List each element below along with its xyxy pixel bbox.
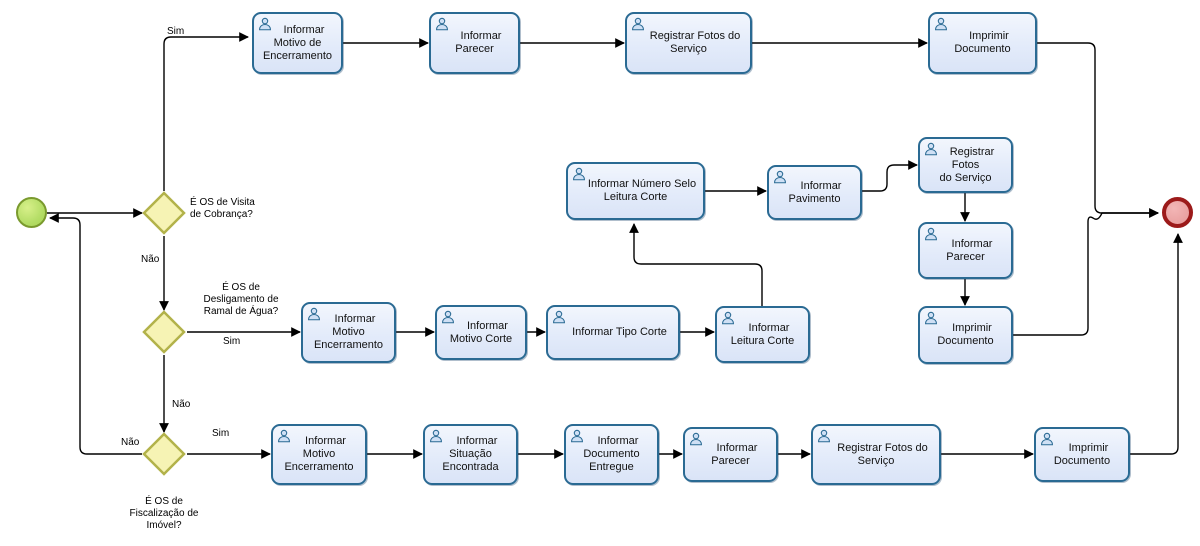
flow-label-gw2-no: Não — [172, 399, 191, 410]
start-event[interactable] — [16, 197, 47, 228]
task-label: Informar Tipo Corte — [572, 326, 667, 338]
task-registrar-fotos-servico-3[interactable]: Registrar Fotos do Serviço — [811, 424, 941, 485]
flow-label-gw1-yes: Sim — [167, 26, 185, 37]
task-label: Informar Motivo de Encerramento — [262, 23, 333, 62]
flow-gw1-yes-to-t1 — [163, 32, 249, 191]
gateway-diamond-icon — [142, 432, 186, 476]
task-label: Informar Motivo Encerramento — [284, 435, 354, 473]
task-label: Informar Leitura Corte — [730, 321, 795, 347]
task-registrar-fotos-servico-2[interactable]: Registrar Fotos do Serviço — [918, 137, 1013, 193]
user-task-icon — [308, 307, 320, 321]
task-label: Informar Parecer — [711, 441, 758, 467]
user-task-icon — [925, 142, 937, 156]
task-informar-motivo-encerramento-3[interactable]: Informar Motivo Encerramento — [271, 424, 367, 485]
task-informar-tipo-corte[interactable]: Informar Tipo Corte — [546, 305, 680, 360]
flow-t19-to-end — [1130, 233, 1183, 455]
task-informar-situacao-encontrada[interactable]: Informar Situação Encontrada — [423, 424, 518, 485]
task-imprimir-documento-2[interactable]: Imprimir Documento — [918, 306, 1013, 364]
task-informar-leitura-corte[interactable]: Informar Leitura Corte — [715, 306, 810, 363]
task-label: Informar Motivo Encerramento — [313, 313, 384, 351]
flow-t9-to-end — [1011, 208, 1159, 336]
flow-t6-to-t7 — [862, 160, 918, 192]
gateway-desligamento-ramal[interactable] — [142, 310, 186, 354]
task-imprimir-documento-3[interactable]: Imprimir Documento — [1034, 427, 1130, 482]
user-task-icon — [818, 429, 830, 443]
user-task-icon — [442, 310, 454, 324]
flow-label-gw1-no: Não — [141, 254, 160, 265]
task-label: Registrar Fotos do Serviço — [837, 441, 928, 467]
gateway-desligamento-ramal-label: É OS de Desligamento de Ramal de Água? — [203, 282, 279, 317]
task-registrar-fotos-servico-1[interactable]: Registrar Fotos do Serviço — [625, 12, 752, 74]
user-task-icon — [436, 17, 448, 31]
task-label: Imprimir Documento — [954, 30, 1011, 55]
flow-t4-to-end — [1037, 42, 1159, 218]
user-task-icon — [430, 429, 442, 443]
user-task-icon — [690, 432, 702, 446]
task-label: Imprimir Documento — [937, 322, 994, 347]
user-task-icon — [259, 17, 271, 31]
user-task-icon — [722, 311, 734, 325]
gateway-visita-cobranca-label: É OS de Visita de Cobrança? — [190, 197, 255, 220]
gateway-fiscalizacao-imovel[interactable] — [142, 432, 186, 476]
task-label: Informar Pavimento — [788, 179, 842, 205]
flow-gw3-no-to-start — [49, 213, 142, 455]
user-task-icon — [632, 17, 644, 31]
gateway-diamond-icon — [142, 191, 186, 235]
gateway-diamond-icon — [142, 310, 186, 354]
task-label: Registrar Fotos do Serviço — [939, 145, 995, 184]
gateway-visita-cobranca[interactable] — [142, 191, 186, 235]
task-informar-motivo-encerramento-1[interactable]: Informar Motivo de Encerramento — [252, 12, 343, 74]
task-informar-motivo-encerramento-2[interactable]: Informar Motivo Encerramento — [301, 302, 396, 363]
user-task-icon — [278, 429, 290, 443]
task-label: Informar Situação Encontrada — [442, 435, 499, 473]
user-task-icon — [573, 167, 585, 181]
task-label: Informar Parecer — [455, 30, 502, 55]
task-informar-numero-selo-leitura-corte[interactable]: Informar Número Selo Leitura Corte — [566, 162, 705, 220]
task-label: Registrar Fotos do Serviço — [649, 30, 741, 55]
user-task-icon — [571, 429, 583, 443]
task-informar-pavimento[interactable]: Informar Pavimento — [767, 165, 862, 220]
task-informar-motivo-corte[interactable]: Informar Motivo Corte — [435, 305, 527, 360]
task-informar-parecer-3[interactable]: Informar Parecer — [683, 427, 778, 482]
task-label: Informar Documento Entregue — [583, 435, 640, 473]
user-task-icon — [553, 310, 565, 324]
task-label: Informar Parecer — [946, 237, 993, 263]
task-label: Imprimir Documento — [1053, 441, 1111, 467]
task-informar-parecer-2[interactable]: Informar Parecer — [918, 222, 1013, 279]
gateway-fiscalizacao-imovel-label: É OS de Fiscalização de Imóvel? — [129, 496, 199, 531]
flow-label-gw3-no: Não — [121, 437, 140, 448]
end-event[interactable] — [1162, 197, 1193, 228]
flow-t13-to-t5 — [629, 223, 763, 306]
task-label: Informar Motivo Corte — [449, 319, 513, 345]
flow-label-gw3-yes: Sim — [212, 428, 230, 439]
user-task-icon — [925, 227, 937, 241]
flow-label-gw2-yes: Sim — [223, 336, 241, 347]
user-task-icon — [774, 170, 786, 184]
user-task-icon — [935, 17, 947, 31]
user-task-icon — [1041, 432, 1053, 446]
task-informar-parecer-1[interactable]: Informar Parecer — [429, 12, 520, 74]
task-informar-documento-entregue[interactable]: Informar Documento Entregue — [564, 424, 659, 485]
user-task-icon — [925, 311, 937, 325]
task-imprimir-documento-1[interactable]: Imprimir Documento — [928, 12, 1037, 74]
task-label: Informar Número Selo Leitura Corte — [587, 178, 697, 203]
